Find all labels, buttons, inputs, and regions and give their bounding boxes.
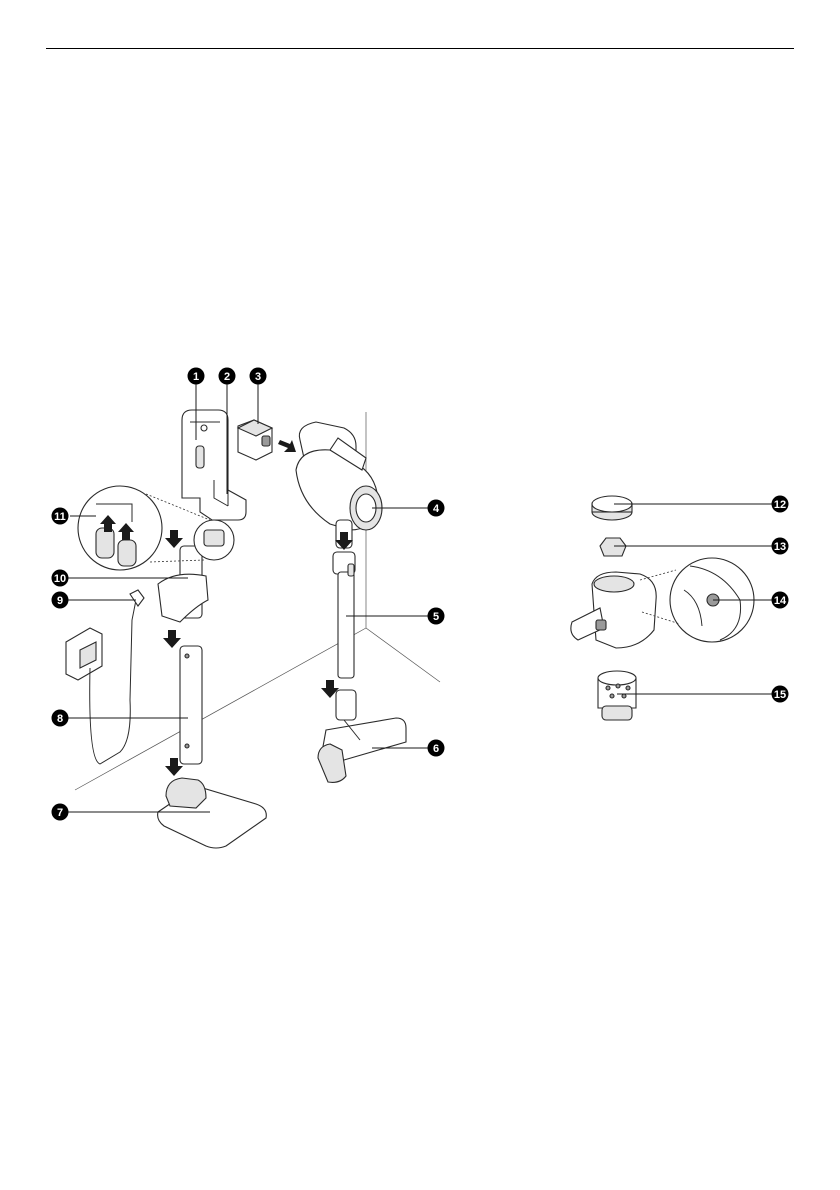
callout-9: 9: [52, 592, 69, 609]
callout-1: 1: [188, 368, 205, 385]
stand-pole: [180, 646, 202, 764]
arrow-down-upper-pole: [165, 530, 183, 548]
stand-base: [158, 778, 267, 848]
callout-10: 10: [52, 570, 69, 587]
arrow-down-pole: [163, 630, 181, 648]
callout-15: 15: [772, 686, 789, 703]
callout-13: 13: [772, 538, 789, 555]
filter-cap: [592, 496, 632, 520]
callout-4: 4: [428, 500, 445, 517]
callout-3: 3: [250, 368, 267, 385]
dust-bin: [571, 572, 656, 648]
callout-14-label: 14: [774, 595, 787, 607]
adapter-and-cord: [66, 590, 144, 764]
callout-4-label: 4: [433, 503, 440, 515]
callout-14: 14: [772, 592, 789, 609]
callout-7: 7: [52, 804, 69, 821]
main-body: [296, 422, 382, 548]
callout-7-label: 7: [57, 807, 63, 819]
callout-1-label: 1: [193, 371, 199, 383]
callout-3-label: 3: [255, 371, 261, 383]
callout-15-label: 15: [774, 689, 786, 701]
callout-11: 11: [52, 508, 69, 525]
wall-mount-bracket: [182, 410, 246, 520]
callout-5: 5: [428, 608, 445, 625]
callout-2-label: 2: [224, 371, 230, 383]
callout-9-label: 9: [57, 595, 63, 607]
callout-8-label: 8: [57, 713, 63, 725]
filter: [598, 671, 636, 720]
callout-12: 12: [772, 496, 789, 513]
extension-pipe: [333, 552, 355, 678]
callout-11-label: 11: [54, 511, 66, 523]
callout-13-label: 13: [774, 541, 786, 553]
callout-8: 8: [52, 710, 69, 727]
callout-6-label: 6: [433, 743, 439, 755]
nozzle: [318, 690, 406, 782]
arrow-battery: [278, 440, 296, 452]
upper-pole: [158, 546, 208, 622]
battery: [238, 420, 272, 460]
callout-6: 6: [428, 740, 445, 757]
callout-2: 2: [219, 368, 236, 385]
callout-5-label: 5: [433, 611, 439, 623]
cyclone-insert: [600, 538, 626, 556]
callout-10-label: 10: [54, 573, 66, 585]
callout-12-label: 12: [774, 499, 786, 511]
